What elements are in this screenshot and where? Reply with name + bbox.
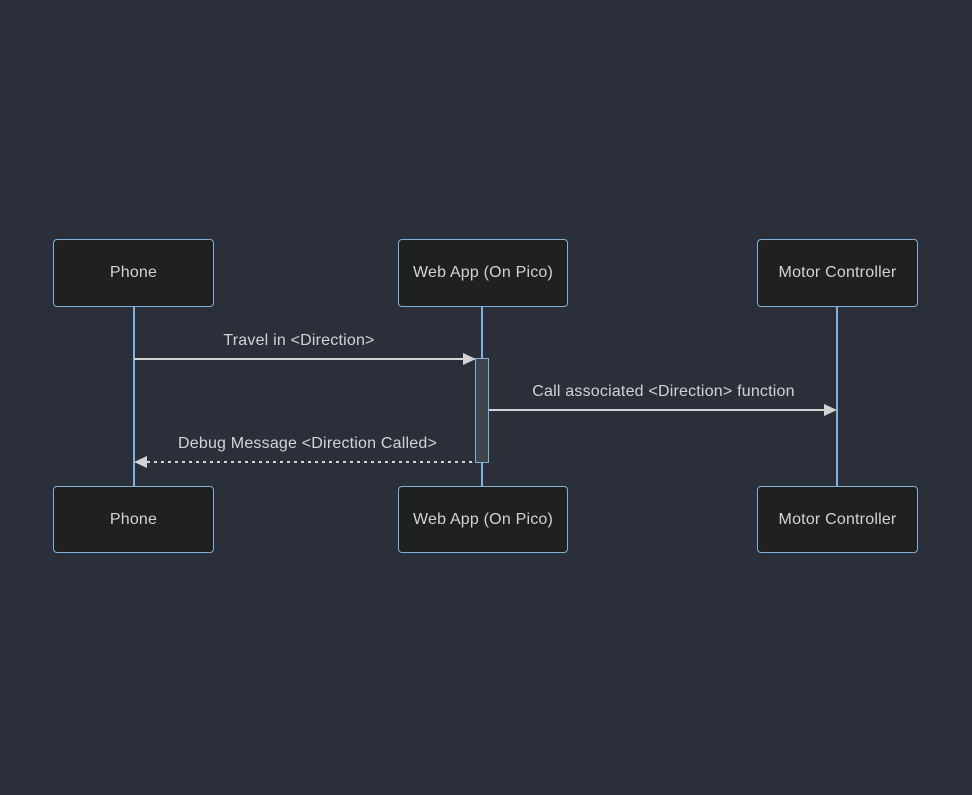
actor-label-phone: Phone <box>109 264 158 281</box>
actor-label-phone: Phone <box>109 510 158 528</box>
lifeline-motor-controller <box>836 306 838 487</box>
actor-box-motor-controller-top: Motor Controller <box>757 239 918 307</box>
message-label-debug: Debug Message <Direction Called> <box>178 435 437 452</box>
message-line-travel <box>134 358 465 360</box>
message-line-debug <box>147 461 475 463</box>
message-label-travel: Travel in <Direction> <box>223 332 375 349</box>
actor-box-webapp-bottom: Web App (On Pico) <box>398 486 568 553</box>
actor-box-phone-bottom: Phone <box>53 486 214 553</box>
lifeline-phone <box>133 306 135 487</box>
message-label-call-function: Call associated <Direction> function <box>532 383 795 400</box>
arrowhead-right-icon <box>824 404 837 416</box>
activation-bar-webapp <box>475 358 489 463</box>
actor-box-motor-controller-bottom: Motor Controller <box>757 486 918 553</box>
arrowhead-right-icon <box>463 353 476 365</box>
actor-box-webapp-top: Web App (On Pico) <box>398 239 568 307</box>
actor-label-motor-controller: Motor Controller <box>778 264 897 281</box>
actor-label-webapp: Web App (On Pico) <box>412 510 554 528</box>
actor-box-phone-top: Phone <box>53 239 214 307</box>
actor-label-motor-controller: Motor Controller <box>778 510 897 528</box>
actor-label-webapp: Web App (On Pico) <box>412 264 554 281</box>
arrowhead-left-icon <box>134 456 147 468</box>
message-line-call-function <box>489 409 825 411</box>
